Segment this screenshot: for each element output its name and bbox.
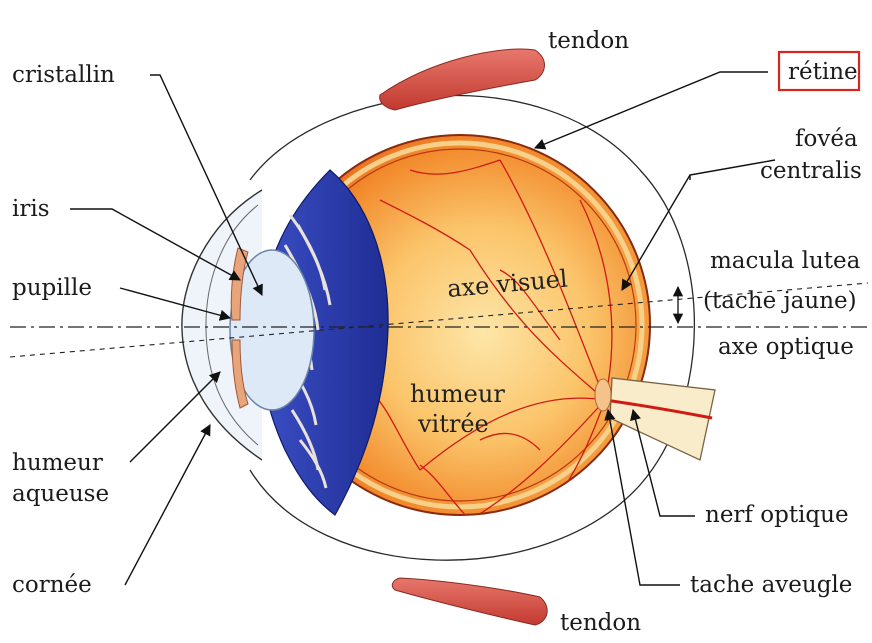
label-fovea-1: fovéa	[795, 126, 858, 152]
tendon-top-shape	[380, 49, 545, 110]
label-humeur-vitree-1: humeur	[410, 380, 505, 408]
label-humeur-aqueuse-2: aqueuse	[12, 481, 109, 507]
label-cornee: cornée	[12, 572, 92, 598]
label-tendon-top: tendon	[548, 28, 629, 54]
label-retine: rétine	[788, 59, 858, 85]
label-axe-optique: axe optique	[718, 334, 854, 360]
label-pupille: pupille	[12, 275, 92, 301]
label-macula-2: (tache jaune)	[703, 288, 857, 314]
label-tache-aveugle: tache aveugle	[690, 572, 852, 598]
label-fovea-2: centralis	[760, 158, 862, 184]
label-nerf-optique: nerf optique	[705, 502, 849, 528]
tendon-bottom-shape	[392, 578, 547, 625]
label-cristallin: cristallin	[12, 62, 115, 88]
label-tendon-bottom: tendon	[560, 610, 641, 636]
label-humeur-aqueuse-1: humeur	[12, 450, 103, 476]
optic-nerve	[610, 378, 715, 460]
label-humeur-vitree-2: vitrée	[417, 410, 489, 438]
optic-disc	[595, 379, 611, 411]
label-macula-1: macula lutea	[710, 248, 861, 274]
label-iris: iris	[12, 196, 50, 222]
